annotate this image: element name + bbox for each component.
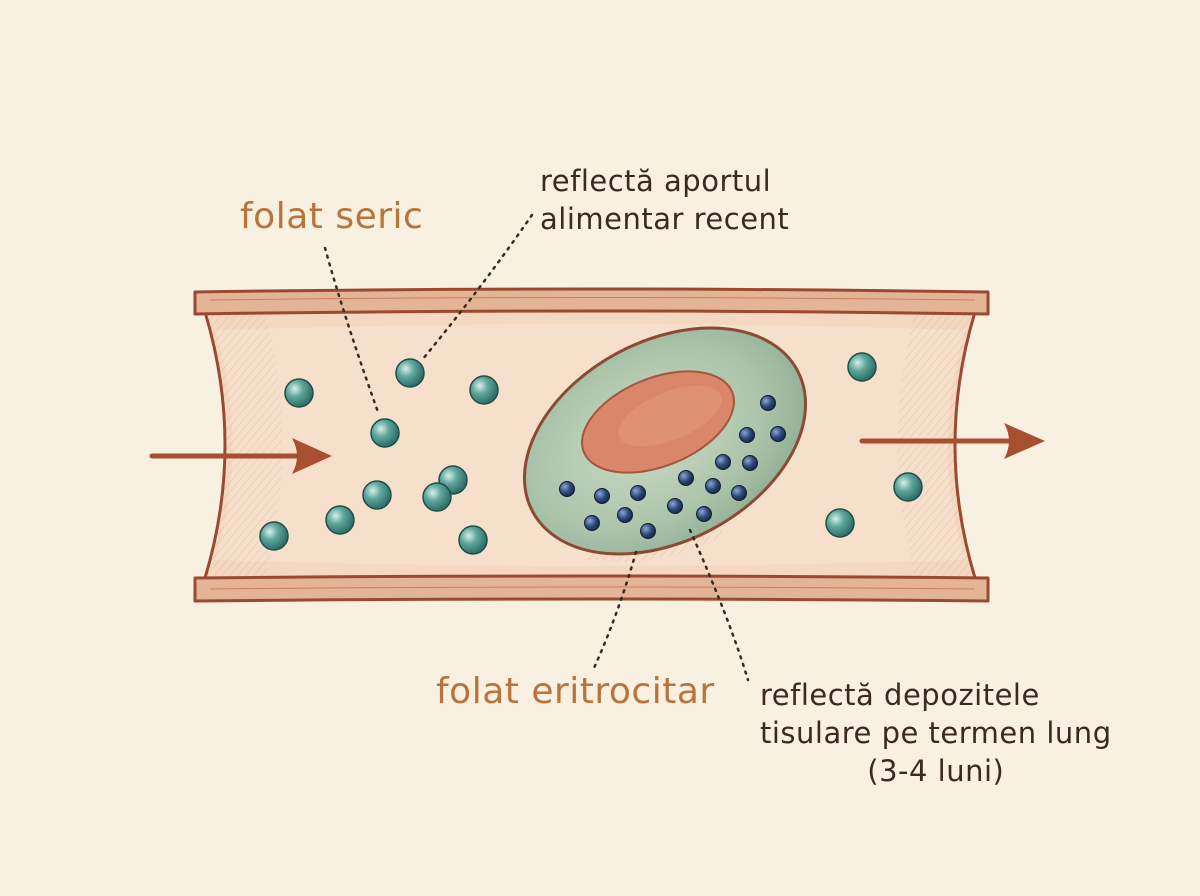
- circle-navy-icon: [731, 485, 747, 501]
- circle-navy-icon: [715, 454, 731, 470]
- circle-navy-icon: [705, 478, 721, 494]
- label-serum-folate: folat seric: [240, 196, 424, 237]
- circle-navy-icon: [594, 488, 610, 504]
- vessel-wall-top: [193, 287, 990, 316]
- circle-teal-icon: [893, 472, 923, 502]
- circle-navy-icon: [667, 498, 683, 514]
- leader-rbc-note: [688, 528, 750, 682]
- arrow-right-icon-in: [149, 438, 332, 474]
- circle-teal-icon: [469, 375, 499, 405]
- note-serum-folate: reflectă aportul alimentar recent: [540, 162, 789, 238]
- vessel-wall-bottom: [193, 574, 990, 603]
- red-blood-cell: [522, 326, 808, 563]
- circle-navy-icon: [760, 395, 776, 411]
- circle-navy-icon: [584, 515, 600, 531]
- note-rbc-line-1: reflectă depozitele: [760, 678, 1040, 712]
- note-serum-line-2: alimentar recent: [540, 202, 790, 236]
- rbc-folate-particles: [559, 395, 786, 539]
- circle-teal-icon: [370, 418, 400, 448]
- circle-teal-icon: [325, 505, 355, 535]
- circle-teal-icon: [422, 482, 452, 512]
- note-rbc-folate: reflectă depozitele tisulare pe termen l…: [760, 676, 1112, 790]
- note-rbc-line-2: tisulare pe termen lung: [760, 716, 1112, 750]
- circle-teal-icon: [395, 358, 425, 388]
- circle-navy-icon: [617, 507, 633, 523]
- leader-rbc-folate: [592, 550, 638, 670]
- circle-navy-icon: [770, 426, 786, 442]
- circle-teal-icon: [825, 508, 855, 538]
- circle-navy-icon: [696, 506, 712, 522]
- circle-navy-icon: [640, 523, 656, 539]
- circle-teal-icon: [847, 352, 877, 382]
- circle-navy-icon: [678, 470, 694, 486]
- label-rbc-folate: folat eritrocitar: [436, 671, 715, 712]
- circle-navy-icon: [739, 427, 755, 443]
- leader-serum-note: [420, 213, 534, 362]
- circle-navy-icon: [630, 485, 646, 501]
- circle-navy-icon: [742, 455, 758, 471]
- circle-teal-icon: [458, 525, 488, 555]
- note-serum-line-1: reflectă aportul: [540, 164, 772, 198]
- note-rbc-line-3: (3-4 luni): [867, 754, 1005, 788]
- circle-teal-icon: [284, 378, 314, 408]
- arrow-right-icon-out: [859, 423, 1045, 459]
- circle-teal-icon: [362, 480, 392, 510]
- circle-navy-icon: [559, 481, 575, 497]
- circle-teal-icon: [259, 521, 289, 551]
- serum-folate-particles: [259, 352, 923, 555]
- leader-serum-folate: [323, 246, 380, 414]
